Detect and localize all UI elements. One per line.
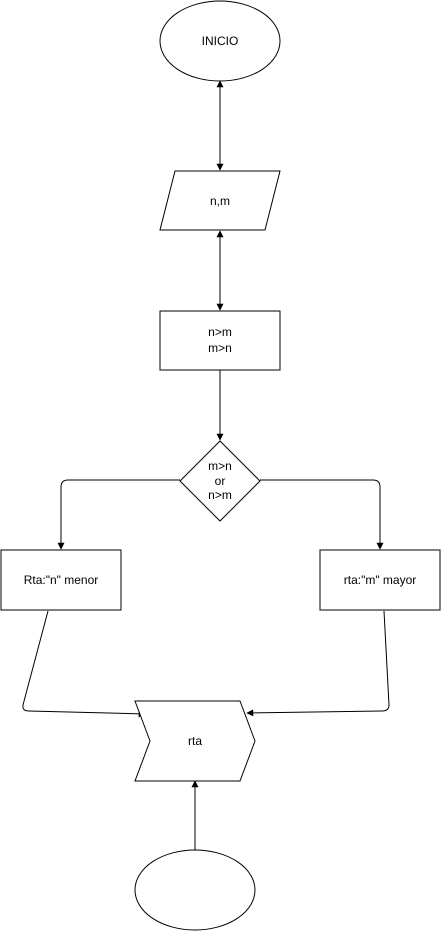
node-start-label: INICIO xyxy=(202,34,239,48)
node-decision-line-3: n>m xyxy=(208,488,232,502)
edge-right-output xyxy=(246,610,390,717)
node-end[interactable] xyxy=(134,849,256,931)
node-output[interactable]: rta xyxy=(134,700,256,782)
node-input[interactable]: n,m xyxy=(159,170,281,231)
node-decision-line-1: m>n xyxy=(208,459,232,473)
edge-decision-right xyxy=(260,479,384,550)
edge-left-output xyxy=(22,610,146,718)
node-left-result[interactable]: Rta:"n" menor xyxy=(0,549,122,611)
node-output-label: rta xyxy=(188,734,202,748)
node-input-label: n,m xyxy=(210,194,230,208)
node-decision[interactable]: m>n or n>m xyxy=(179,440,261,522)
node-left-result-label: Rta:"n" menor xyxy=(24,573,99,587)
node-right-result-label: rta:"m" mayor xyxy=(344,573,417,587)
edges xyxy=(22,80,390,851)
node-process-line-1: n>m xyxy=(208,325,232,339)
node-right-result[interactable]: rta:"m" mayor xyxy=(319,549,441,611)
node-start[interactable]: INICIO xyxy=(159,0,281,82)
node-process[interactable]: n>m m>n xyxy=(159,310,281,371)
edge-decision-left xyxy=(57,479,180,550)
node-process-line-2: m>n xyxy=(208,341,232,355)
node-decision-line-2: or xyxy=(215,474,226,488)
